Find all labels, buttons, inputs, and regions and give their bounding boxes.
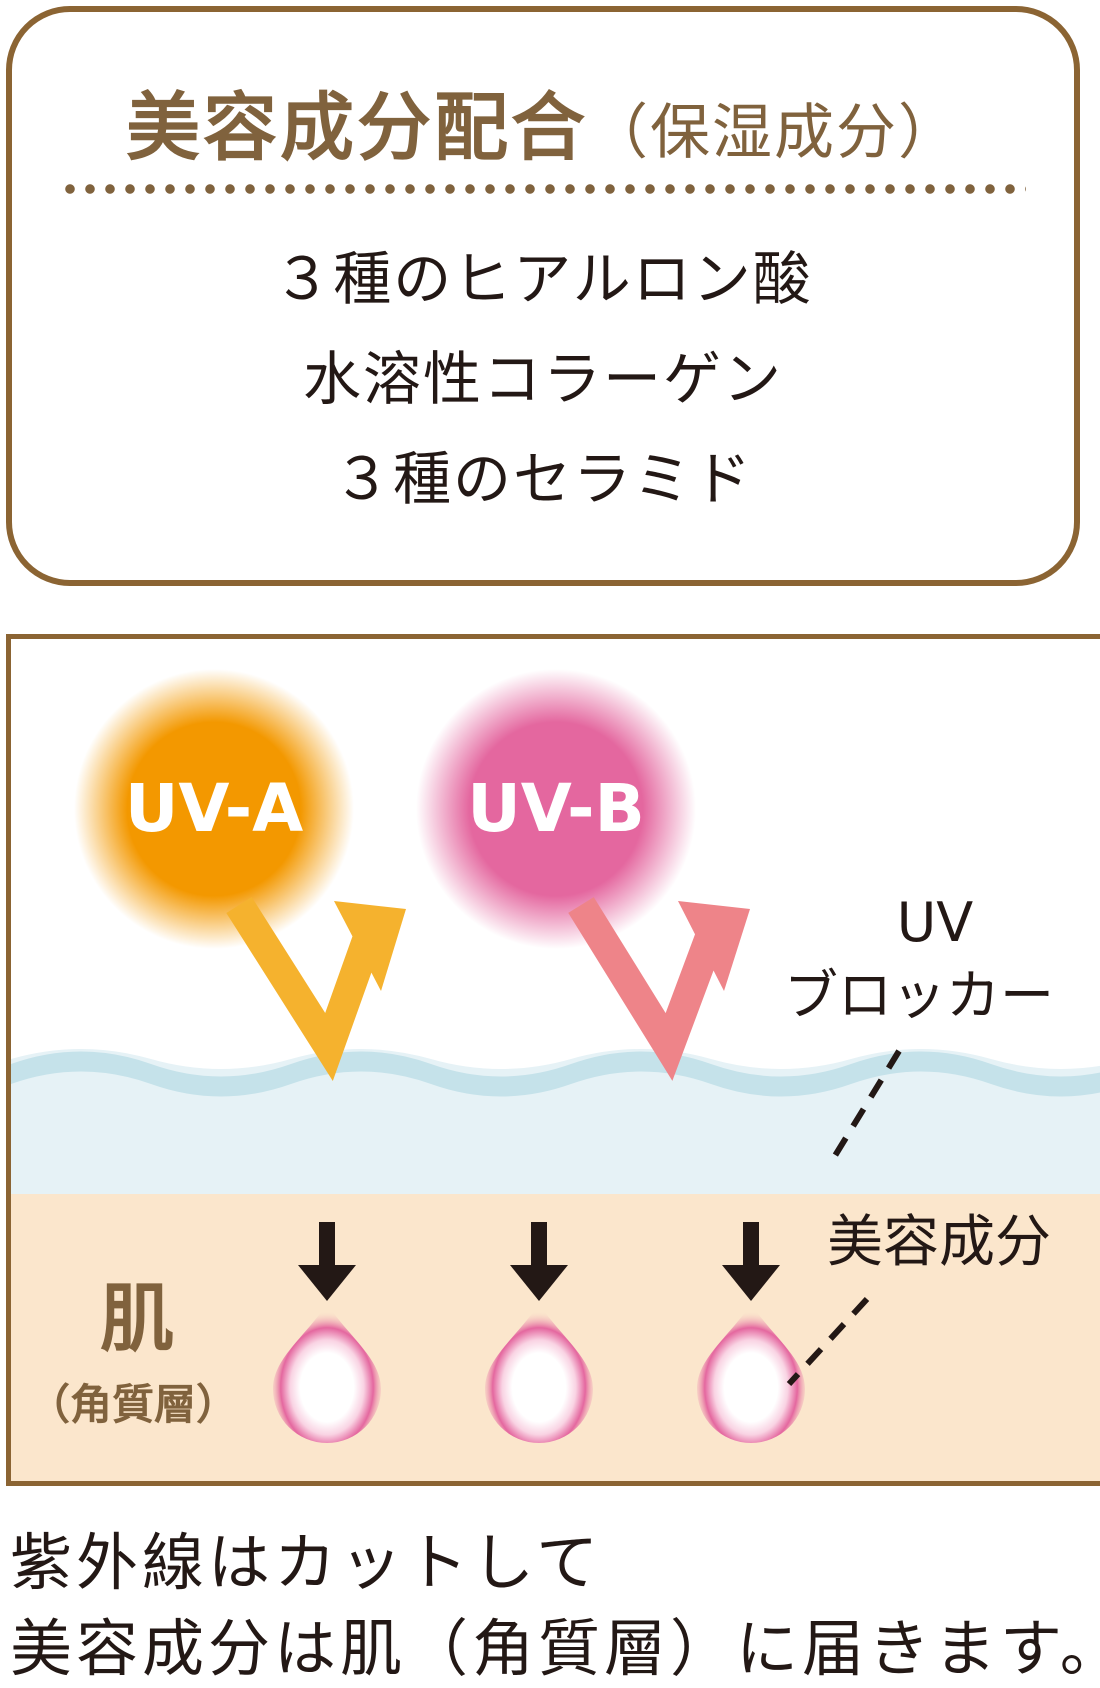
box-title-main: 美容成分配合 bbox=[126, 85, 588, 171]
uvb-label: UV-B bbox=[467, 770, 645, 847]
uv-blocker-label-line2: ブロッカー bbox=[784, 964, 1054, 1027]
uv-diagram: UV-A UV-B UV ブロッカー 美容成分 肌 （角 bbox=[6, 634, 1100, 1486]
uva-label: UV-A bbox=[125, 770, 303, 847]
ingredient-label: 美容成分 bbox=[827, 1210, 1051, 1275]
caption-line-2: 美容成分は肌（角質層）に届きます。 bbox=[10, 1598, 1100, 1688]
dotted-divider bbox=[60, 184, 1026, 194]
ingredient-item-collagen: 水溶性コラーゲン bbox=[12, 332, 1074, 416]
ingredient-item-ceramide: ３種のセラミド bbox=[12, 432, 1074, 516]
caption-line-1: 紫外線はカットして bbox=[10, 1512, 602, 1602]
uv-diagram-canvas: UV-A UV-B UV ブロッカー 美容成分 肌 （角 bbox=[11, 639, 1100, 1481]
box-title: 美容成分配合（保湿成分） bbox=[12, 68, 1074, 175]
skin-sublabel: （角質層） bbox=[28, 1380, 238, 1429]
ingredients-box: 美容成分配合（保湿成分） ３種のヒアルロン酸 水溶性コラーゲン ３種のセラミド bbox=[6, 6, 1080, 586]
ingredient-item-hyaluronic-acid: ３種のヒアルロン酸 bbox=[12, 232, 1074, 316]
uv-blocker-label-line1: UV bbox=[897, 891, 974, 954]
box-title-subtitle: （保湿成分） bbox=[588, 98, 960, 168]
skin-label: 肌 bbox=[100, 1276, 174, 1362]
